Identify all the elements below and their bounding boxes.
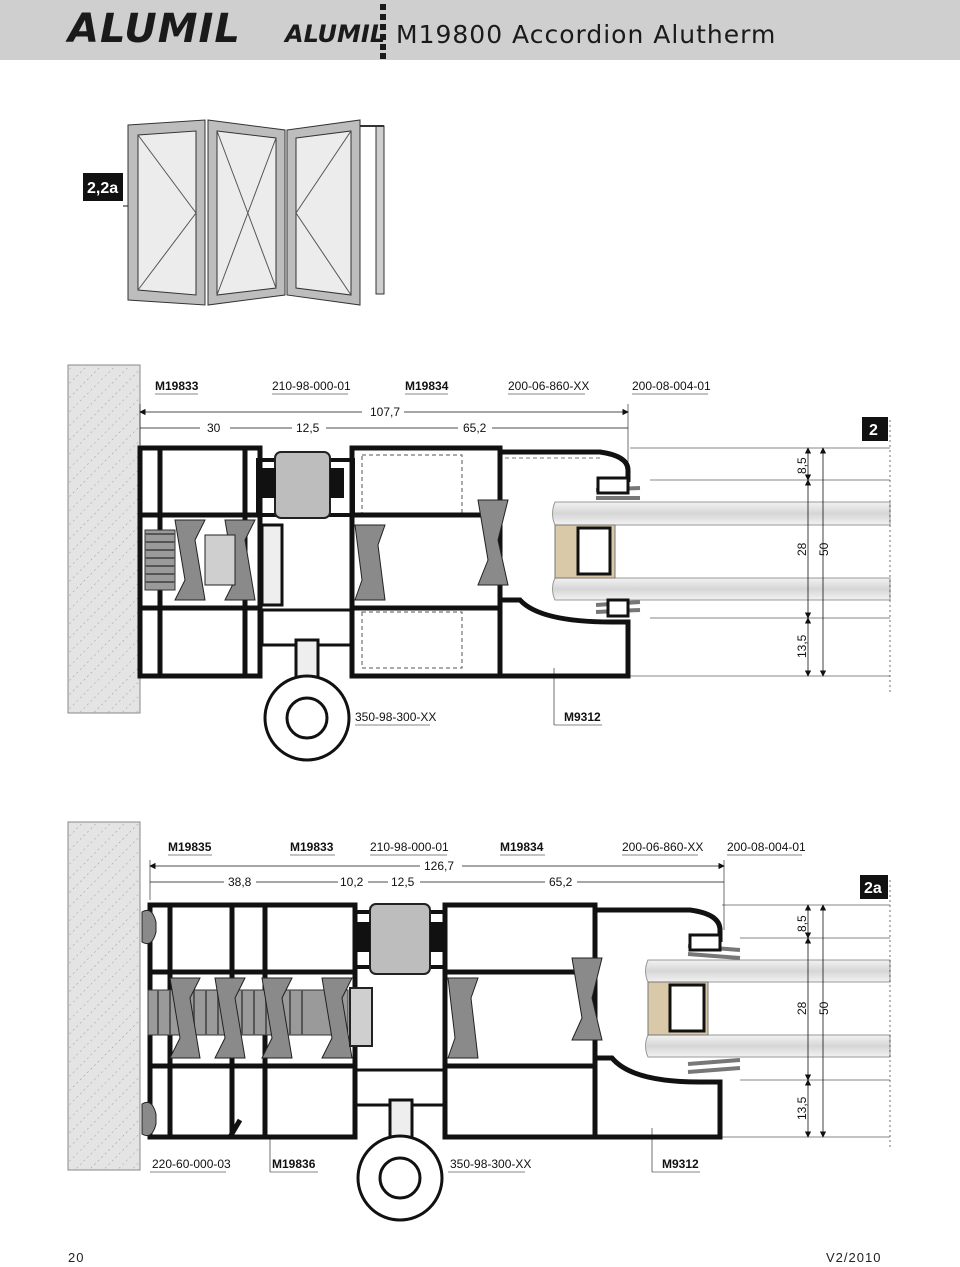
label-350-98-300-xx-2a: 350-98-300-XX <box>450 1157 531 1171</box>
section-2-tag: 2 <box>869 422 878 439</box>
dim-12-5-2a: 12,5 <box>391 875 415 889</box>
label-350-98-300-xx: 350-98-300-XX <box>355 710 436 724</box>
label-200-08-004-01: 200-08-004-01 <box>632 379 711 393</box>
dim-50-2a: 50 <box>817 1001 831 1015</box>
dim-28-2a: 28 <box>795 1001 809 1015</box>
version-label: V2/2010 <box>826 1250 881 1265</box>
section-2a: M19835 M19833 210-98-000-01 M19834 200-0… <box>67 821 891 1222</box>
dim-8-5: 8,5 <box>795 457 809 474</box>
label-200-08-004-01-2a: 200-08-004-01 <box>727 840 806 854</box>
section-2a-vertical-dims: 8,5 28 50 13,5 <box>722 880 891 1150</box>
section-2a-glass <box>645 933 891 1074</box>
elevation-jamb <box>375 125 385 295</box>
elevation-panel-1 <box>127 119 206 306</box>
dim-13-5-2a: 13,5 <box>795 1096 809 1120</box>
section-2-dimensions: 107,7 30 12,5 65,2 <box>139 404 629 475</box>
section-2a-labels-top: M19835 M19833 210-98-000-01 M19834 200-0… <box>168 840 806 856</box>
wall-hatch-2 <box>67 364 141 714</box>
section-2a-profiles <box>141 902 723 1222</box>
logo-small-text: ALUMIL <box>283 20 385 48</box>
header-bar <box>0 0 960 60</box>
section-2-tag-box <box>862 417 888 441</box>
elevation-tag: 2,2a <box>87 180 118 197</box>
label-220-60-000-03: 220-60-000-03 <box>152 1157 231 1171</box>
wall-hatch-2a <box>67 821 141 1171</box>
dim-65-2-2a: 65,2 <box>549 875 573 889</box>
dim-50: 50 <box>817 542 831 556</box>
label-m19836: M19836 <box>272 1157 316 1171</box>
label-200-06-860-xx-2a: 200-06-860-XX <box>622 840 703 854</box>
dim-8-5-2a: 8,5 <box>795 915 809 932</box>
dim-126-7: 126,7 <box>424 859 454 873</box>
brand-logo-small: ALUMIL <box>283 20 385 48</box>
label-200-06-860-xx: 200-06-860-XX <box>508 379 589 393</box>
elevation-panel-3 <box>286 119 361 306</box>
label-m19833-2a: M19833 <box>290 840 334 854</box>
label-210-98-000-01: 210-98-000-01 <box>272 379 351 393</box>
dim-10-2: 10,2 <box>340 875 364 889</box>
section-2a-tag: 2a <box>864 880 882 897</box>
section-2a-tag-box <box>860 875 888 899</box>
section-2a-dimensions: 126,7 38,8 10,2 12,5 65,2 <box>149 859 725 930</box>
page-number: 20 <box>68 1250 84 1265</box>
section-2-profiles <box>137 445 631 762</box>
dim-107-7: 107,7 <box>370 405 400 419</box>
elevation-tag-box <box>83 173 123 201</box>
logo-main-text: ALUMIL <box>65 6 241 52</box>
section-2-labels-top: M19833 210-98-000-01 M19834 200-06-860-X… <box>155 379 711 395</box>
section-2a-labels-bottom: 220-60-000-03 M19836 350-98-300-XX M9312 <box>150 1128 700 1173</box>
dim-38-8: 38,8 <box>228 875 252 889</box>
dim-12-5: 12,5 <box>296 421 320 435</box>
section-2-labels-bottom: 350-98-300-XX M9312 <box>355 668 602 726</box>
label-m9312-2a: M9312 <box>662 1157 699 1171</box>
section-2: M19833 210-98-000-01 M19834 200-06-860-X… <box>67 364 891 762</box>
label-m19834: M19834 <box>405 379 449 393</box>
label-m19833: M19833 <box>155 379 199 393</box>
brand-logo: ALUMIL <box>65 6 241 52</box>
dim-65-2: 65,2 <box>463 421 487 435</box>
series-title: M19800 Accordion Alutherm <box>396 20 776 49</box>
dim-30: 30 <box>207 421 221 435</box>
header-divider <box>380 4 386 59</box>
section-2-vertical-dims: 8,5 28 50 13,5 <box>630 420 891 695</box>
label-210-98-000-01-2a: 210-98-000-01 <box>370 840 449 854</box>
label-m9312: M9312 <box>564 710 601 724</box>
label-m19834-2a: M19834 <box>500 840 544 854</box>
elevation-panel-2 <box>207 119 286 306</box>
dim-28: 28 <box>795 542 809 556</box>
label-m19835: M19835 <box>168 840 212 854</box>
section-2-glass <box>552 476 891 618</box>
dim-13-5: 13,5 <box>795 634 809 658</box>
elevation-view: 2,2a <box>83 119 385 306</box>
